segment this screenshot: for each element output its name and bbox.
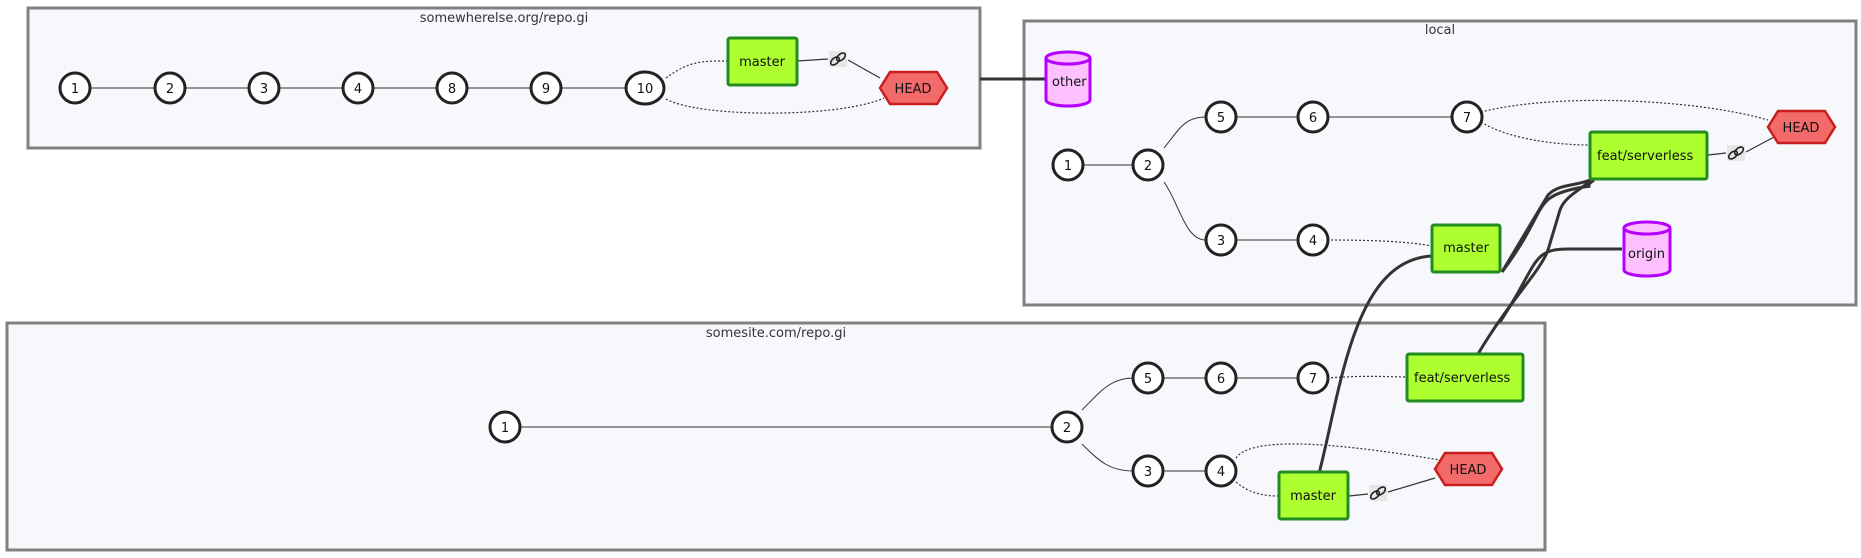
commit-node[interactable]: 10 [624, 70, 666, 106]
remote-label: origin [1628, 247, 1665, 262]
commit-id: 3 [260, 82, 268, 97]
commit-node[interactable]: 2 [153, 71, 187, 105]
cluster-somesite-label: somesite.com/repo.gi [706, 326, 846, 341]
link-icon [828, 50, 848, 68]
commit-node[interactable]: 4 [341, 71, 375, 105]
commit-node[interactable]: 1 [58, 71, 92, 105]
commit-node[interactable]: 5 [1131, 361, 1165, 395]
remote-origin[interactable]: origin [1622, 220, 1672, 278]
commit-node[interactable]: 4 [1296, 223, 1330, 257]
commit-node[interactable]: 9 [529, 71, 563, 105]
remote-label: other [1052, 75, 1087, 90]
cluster-local-label: local [1425, 23, 1455, 38]
commit-node[interactable]: 3 [1131, 454, 1165, 488]
link-icon [1726, 144, 1746, 162]
branch-label: master [739, 55, 785, 70]
branch-feat-serverless-somesite[interactable]: feat/serverless [1405, 352, 1525, 403]
remote-other[interactable]: other [1044, 50, 1092, 108]
commit-node[interactable]: 2 [1131, 148, 1165, 182]
commit-id: 10 [637, 82, 654, 97]
commit-id: 7 [1463, 111, 1471, 126]
commit-id: 3 [1217, 234, 1225, 249]
branch-label: feat/serverless [1597, 149, 1694, 164]
commit-node[interactable]: 1 [1051, 148, 1085, 182]
head-label: HEAD [1783, 121, 1820, 136]
edges-local [1083, 99, 1777, 247]
branch-master-local[interactable]: master [1430, 223, 1502, 274]
link-icon [1368, 484, 1388, 502]
head-somesite[interactable]: HEAD [1433, 451, 1504, 487]
commit-id: 5 [1144, 372, 1152, 387]
commit-id: 7 [1309, 372, 1317, 387]
head-somewherelse[interactable]: HEAD [878, 70, 949, 106]
commit-node[interactable]: 5 [1204, 100, 1238, 134]
commit-id: 4 [1217, 465, 1225, 480]
commits-local: 1 2 5 6 7 3 4 [1051, 100, 1484, 257]
edges-somewherelse [90, 58, 885, 114]
commit-id: 4 [354, 82, 362, 97]
branch-feat-serverless-local[interactable]: feat/serverless [1588, 130, 1709, 181]
commit-id: 6 [1217, 372, 1225, 387]
commit-node[interactable]: 4 [1204, 454, 1238, 488]
branch-label: feat/serverless [1414, 371, 1511, 386]
commit-node[interactable]: 6 [1296, 100, 1330, 134]
commit-id: 2 [1063, 421, 1071, 436]
commit-node[interactable]: 7 [1450, 100, 1484, 134]
head-label: HEAD [895, 82, 932, 97]
commit-node[interactable]: 3 [247, 71, 281, 105]
commit-node[interactable]: 8 [435, 71, 469, 105]
commit-node[interactable]: 1 [488, 410, 522, 444]
commits-somewherelse: 1 2 3 4 8 9 10 [58, 70, 666, 106]
cluster-somewherelse-label: somewherelse.org/repo.gi [420, 11, 589, 26]
commit-node[interactable]: 2 [1050, 410, 1084, 444]
heads: HEAD HEAD HEAD [878, 70, 1837, 487]
commit-id: 8 [448, 82, 456, 97]
head-label: HEAD [1450, 463, 1487, 478]
commit-id: 2 [166, 82, 174, 97]
commit-node[interactable]: 3 [1204, 223, 1238, 257]
commit-node[interactable]: 7 [1296, 361, 1330, 395]
commit-id: 9 [542, 82, 550, 97]
commit-id: 2 [1144, 159, 1152, 174]
cluster-somewherelse: somewherelse.org/repo.gi [26, 6, 982, 150]
commit-id: 1 [501, 421, 509, 436]
commit-id: 4 [1309, 234, 1317, 249]
commit-id: 1 [71, 82, 79, 97]
branch-master-somewherelse[interactable]: master [726, 36, 799, 87]
head-local[interactable]: HEAD [1766, 109, 1837, 145]
commit-id: 3 [1144, 465, 1152, 480]
commit-id: 6 [1309, 111, 1317, 126]
branch-label: master [1290, 489, 1336, 504]
commit-node[interactable]: 6 [1204, 361, 1238, 395]
tracking-edges [980, 77, 1622, 486]
branch-master-somesite[interactable]: master [1277, 470, 1350, 521]
commit-id: 5 [1217, 111, 1225, 126]
edges-somesite [520, 375, 1441, 497]
commit-id: 1 [1064, 159, 1072, 174]
remotes: other origin [1044, 50, 1672, 278]
commits-somesite: 1 2 5 6 7 3 4 [488, 361, 1330, 488]
branches: master feat/serverless master feat/serve… [726, 36, 1709, 521]
branch-label: master [1443, 241, 1489, 256]
